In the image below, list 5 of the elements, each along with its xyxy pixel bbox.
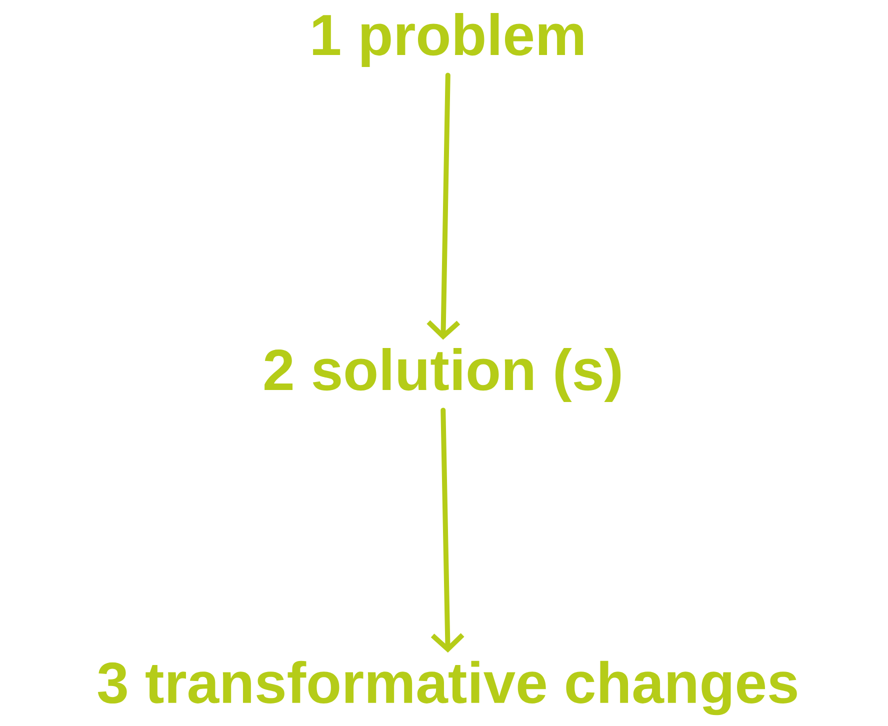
step-label: 3 transformative changes (98, 660, 797, 716)
step-label: 2 solution (s) (264, 348, 621, 402)
arrow (430, 408, 464, 653)
arrow (426, 72, 460, 340)
step-label: 1 problem (313, 12, 583, 68)
